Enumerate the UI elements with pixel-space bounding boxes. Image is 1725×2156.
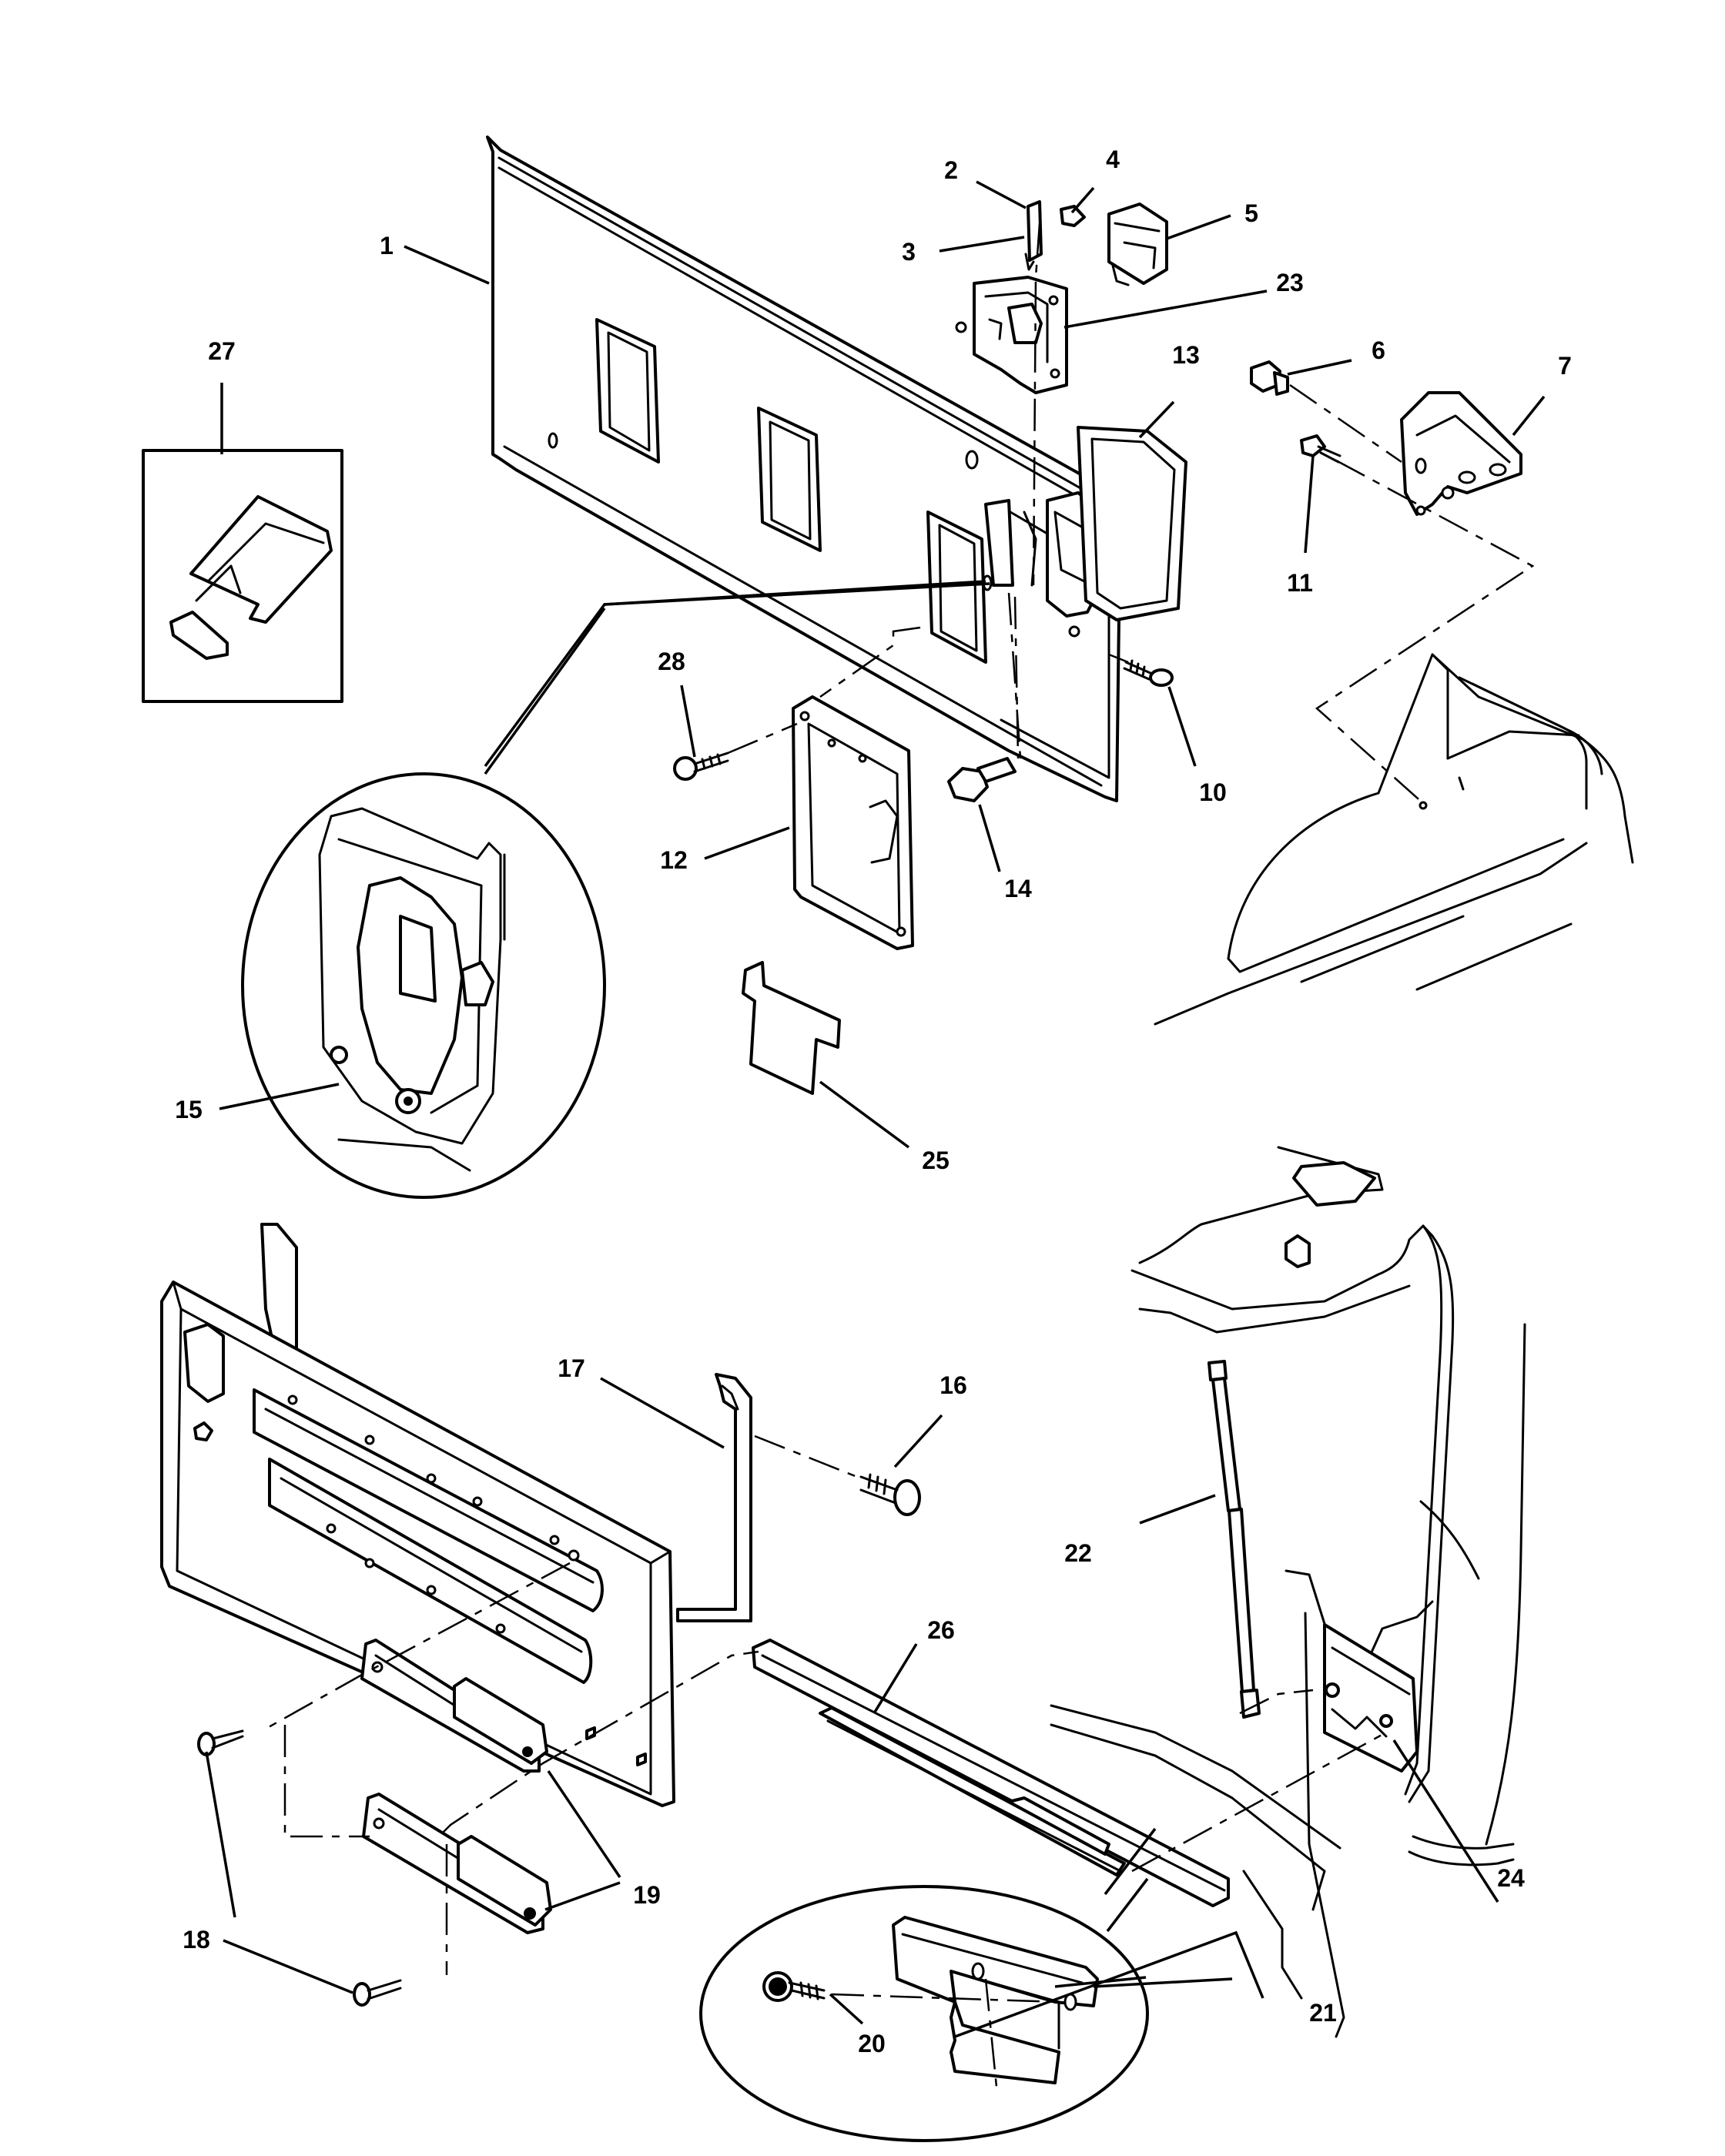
lower-tailgate-panel [160,1223,675,1807]
callout-19: 19 [633,1881,661,1909]
callout-11: 11 [1287,569,1313,597]
callout-12: 12 [660,846,688,874]
inset-box-27 [142,449,343,703]
vehicle-body-upper [1154,653,1634,1026]
hinge-19-lower [362,1793,552,1934]
callout-2: 2 [944,156,958,184]
callout-28: 28 [658,648,685,675]
bracket-25 [742,961,841,1095]
latch-rod-3 [1024,253,1035,271]
tailgate-hinge-7 [1400,391,1522,516]
bolt-11 [1300,434,1341,464]
callout-27: 27 [208,337,236,365]
callout-22: 22 [1064,1539,1092,1567]
latch-detail-15 [241,772,606,1199]
tailgate-bar-26 [752,1639,1230,1907]
callout-1: 1 [380,232,394,259]
bolt-6 [1250,360,1289,396]
vehicle-body-lower [1050,1146,1526,2038]
callout-18: 18 [183,1926,210,1953]
callout-17: 17 [558,1354,585,1382]
callout-6: 6 [1372,336,1385,364]
retainer-clip-4 [1060,205,1086,227]
screw-18-upper [197,1729,244,1756]
bolt-14 [947,757,1017,802]
tailgate-handle-5 [1107,203,1168,286]
screw-10 [1123,659,1174,687]
callout-25: 25 [922,1147,950,1174]
dashed-centerlines [261,223,1535,2095]
callout-13: 13 [1172,341,1200,369]
callout-26: 26 [927,1616,955,1644]
callout-16: 16 [940,1371,967,1399]
callout-20: 20 [858,2030,886,2057]
callout-21: 21 [1309,1999,1337,2027]
screw-28 [673,752,729,781]
seal-17 [676,1373,752,1622]
seal-gasket-13 [1077,426,1187,621]
latch-assembly-23 [955,276,1068,394]
detail-ellipse-20-21 [699,1885,1149,2142]
screw-16 [859,1473,921,1516]
screw-18-lower [353,1979,402,2007]
hinge-19-upper [360,1639,548,1773]
callout-7: 7 [1558,352,1572,380]
callout-4: 4 [1106,146,1120,173]
leader-lines [205,180,1546,2038]
support-strut-22 [1208,1360,1261,1719]
callout-10: 10 [1199,778,1227,806]
callout-24: 24 [1497,1864,1525,1892]
callout-23: 23 [1276,269,1304,296]
callout-labels: 1 2 3 4 5 6 7 10 11 12 13 14 15 16 17 18… [175,146,1572,2057]
callout-14: 14 [1004,875,1032,902]
upper-tailgate-panel [486,136,1122,802]
latch-cover-12 [792,695,914,950]
callout-15: 15 [175,1096,203,1123]
callout-5: 5 [1244,199,1258,227]
callout-3: 3 [902,238,916,266]
